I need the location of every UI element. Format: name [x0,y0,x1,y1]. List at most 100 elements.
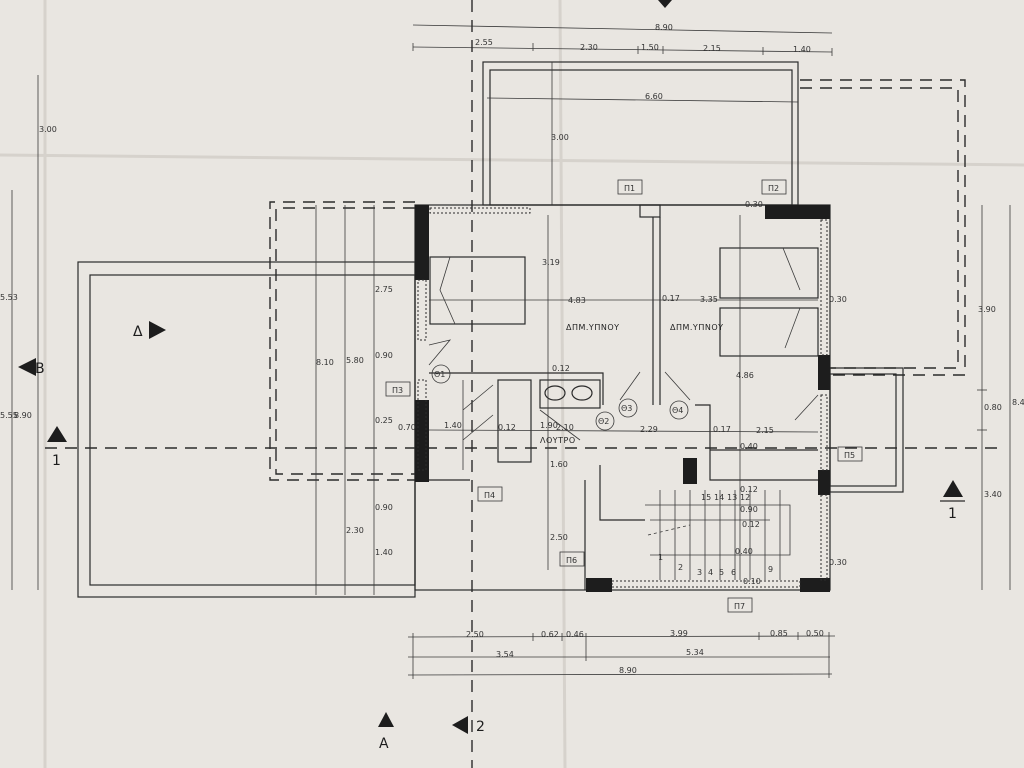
stair-step-numbers: 2 3 4 5 6 1 9 12 13 14 15 [658,493,773,577]
door-tag: Θ2 [598,417,609,426]
door-tag: Θ1 [434,370,445,379]
dim-label: 0.30 [829,295,847,304]
window-tag: Π3 [392,386,403,395]
dim-label: 0.50 [806,629,824,638]
left-dimensions: 5.53 5.55 8.90 3.00 8.10 5.80 2.75 0.90 … [0,75,416,595]
dim-label: 0.12 [498,423,516,432]
section-marker-2: 2 [452,716,485,735]
section-marker-1-right: 1 [940,480,965,522]
dim-label: 0.90 [740,505,758,514]
dim-label: 0.46 [566,630,584,639]
dim-label: 8.40 [1012,398,1024,407]
left-terrace [77,261,416,598]
dim-label: 2.29 [640,425,658,434]
window-tag: Π4 [484,491,495,500]
triangle-up-icon [378,712,394,727]
stair-step: 9 [768,565,773,574]
window-tag: Π1 [624,184,635,193]
dim-label: 1.60 [550,460,568,469]
door-tag: Θ4 [672,406,683,415]
stair-step: 2 [678,563,683,572]
dim-label: 2.55 [475,38,493,47]
section-label: 1 [948,506,957,522]
section-label: Δ [133,324,143,340]
dim-label: 8.10 [316,358,334,367]
right-dimensions: 3.90 0.80 3.40 8.40 [977,205,1024,590]
paper-fold [558,0,567,768]
section-marker-b: B [18,358,45,377]
section-marker-delta: Δ [133,321,166,340]
dim-label: 2.10 [556,423,574,432]
dim-label: 0.85 [770,629,788,638]
dim-label: 8.90 [14,411,32,420]
window-tag: Π5 [844,451,855,460]
right-balcony [829,367,904,493]
dim-label: 0.80 [984,403,1002,412]
right-balcony-inner [829,373,897,487]
interior-dimensions: 4.83 3.19 0.17 3.35 0.30 4.86 1.40 0.12 … [428,200,847,586]
bathtub [497,379,532,463]
stair-step: 4 [708,568,713,577]
building-walls [414,204,831,592]
dim-label: 0.62 [541,630,559,639]
dim-label: 3.35 [700,295,718,304]
triangle-left-icon [452,716,468,734]
stair-step: 5 [719,568,724,577]
triangle-up-icon [943,480,963,497]
dim-label: 0.12 [552,364,570,373]
triangle-left-icon [18,358,36,376]
sink-counter [539,379,601,409]
bed-left [429,256,526,325]
section-label: B [35,361,45,377]
roof-overhang-right [800,79,966,376]
dim-label: 2.50 [466,630,484,639]
staircase [645,490,791,580]
stair-step: 1 [658,553,663,562]
section-marker-1-left: 1 [47,426,67,469]
stair-step: 12 [740,493,750,502]
dim-label: 2.50 [550,533,568,542]
dim-label: 0.90 [375,503,393,512]
stair-step: 15 [701,493,711,502]
dim-label: 4.86 [736,371,754,380]
dim-label: 1.50 [641,43,659,52]
dim-label: 2.30 [346,526,364,535]
window-tag: Π6 [566,556,577,565]
triangle-up-icon [47,426,67,442]
dim-label: 3.54 [496,650,514,659]
dim-label: 5.55 [0,411,18,420]
dim-label: 5.34 [686,648,704,657]
room-label-bathroom: ΛΟΥΤΡΟ [540,436,576,445]
dim-label: 3.00 [39,125,57,134]
dim-top-total: 8.90 [655,23,673,32]
dim-label: 2.30 [580,43,598,52]
sink [544,385,566,401]
top-dimensions: 8.90 2.55 2.30 1.50 2.15 1.40 [412,23,833,56]
dim-label: 0.10 [743,577,761,586]
dim-label: 5.53 [0,293,18,302]
section-label: 1 [52,453,61,469]
bed-right-2 [719,307,819,357]
dim-label: 0.17 [713,425,731,434]
dim-label: 1.40 [444,421,462,430]
dim-label: 0.30 [829,558,847,567]
dim-label: 0.25 [375,416,393,425]
bed-right-1 [719,247,819,299]
dim-label: 5.80 [346,356,364,365]
door-tag: Θ3 [621,404,632,413]
dim-label: 3.19 [542,258,560,267]
dim-label: 2.75 [375,285,393,294]
dim-label: 0.30 [745,200,763,209]
top-terrace: 6.60 3.00 [482,61,799,206]
triangle-right-icon [149,321,166,339]
stair-step: 13 [727,493,737,502]
dim-label: 1.40 [793,45,811,54]
dim-label: 3.90 [978,305,996,314]
dim-label: 2.15 [703,44,721,53]
paper-fold [0,153,1024,167]
dim-label: 8.90 [619,666,637,675]
dim-label: 1.90 [540,421,558,430]
dim-label: 2.15 [756,426,774,435]
dim-label: 3.40 [984,490,1002,499]
roof-overhang-left [269,201,415,481]
